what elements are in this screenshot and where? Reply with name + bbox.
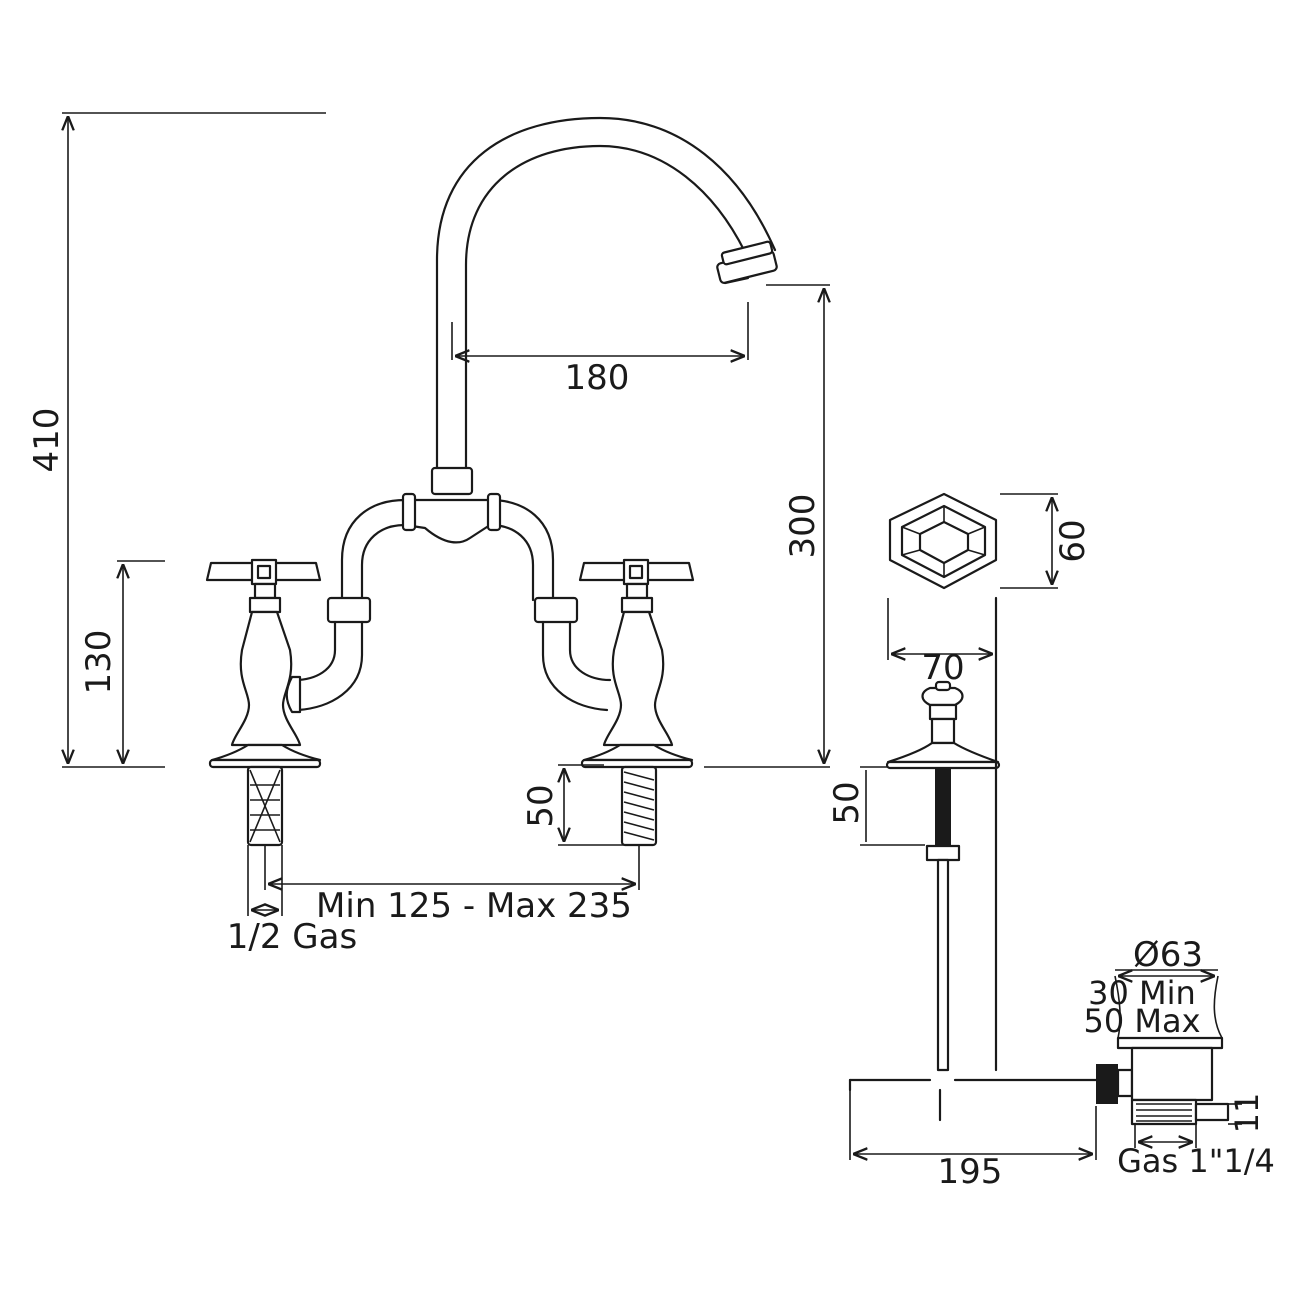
bridge — [285, 466, 612, 714]
rod-length-label: 195 — [938, 1152, 1003, 1192]
pop-up-assembly — [848, 596, 1230, 1126]
pop-up-shank-label: 50 — [827, 781, 867, 824]
waste-thread-height-label: 11 — [1228, 1093, 1266, 1134]
waste-thread-label: Gas 1"1/4 — [1117, 1142, 1275, 1180]
waste-diameter-label: Ø63 — [1133, 935, 1203, 975]
dimension-lines — [62, 112, 1242, 1160]
plate-top-view — [888, 492, 998, 590]
spout-reach-label: 180 — [565, 358, 630, 398]
handle-height-label: 130 — [79, 630, 119, 695]
shank-length-label: 50 — [521, 784, 561, 827]
plate-height-label: 60 — [1053, 519, 1093, 562]
left-valve — [205, 558, 322, 847]
connection-label: 1/2 Gas — [227, 917, 357, 957]
waste-max-label: 50 Max — [1083, 1002, 1200, 1040]
centres-label: Min 125 - Max 235 — [316, 886, 632, 926]
spout-height-label: 300 — [783, 494, 823, 559]
spout — [435, 116, 778, 470]
plate-width-label: 70 — [921, 648, 964, 688]
right-valve — [578, 558, 695, 847]
total-height-label: 410 — [27, 408, 67, 473]
waste-min-label: 30 Min — [1088, 974, 1196, 1012]
